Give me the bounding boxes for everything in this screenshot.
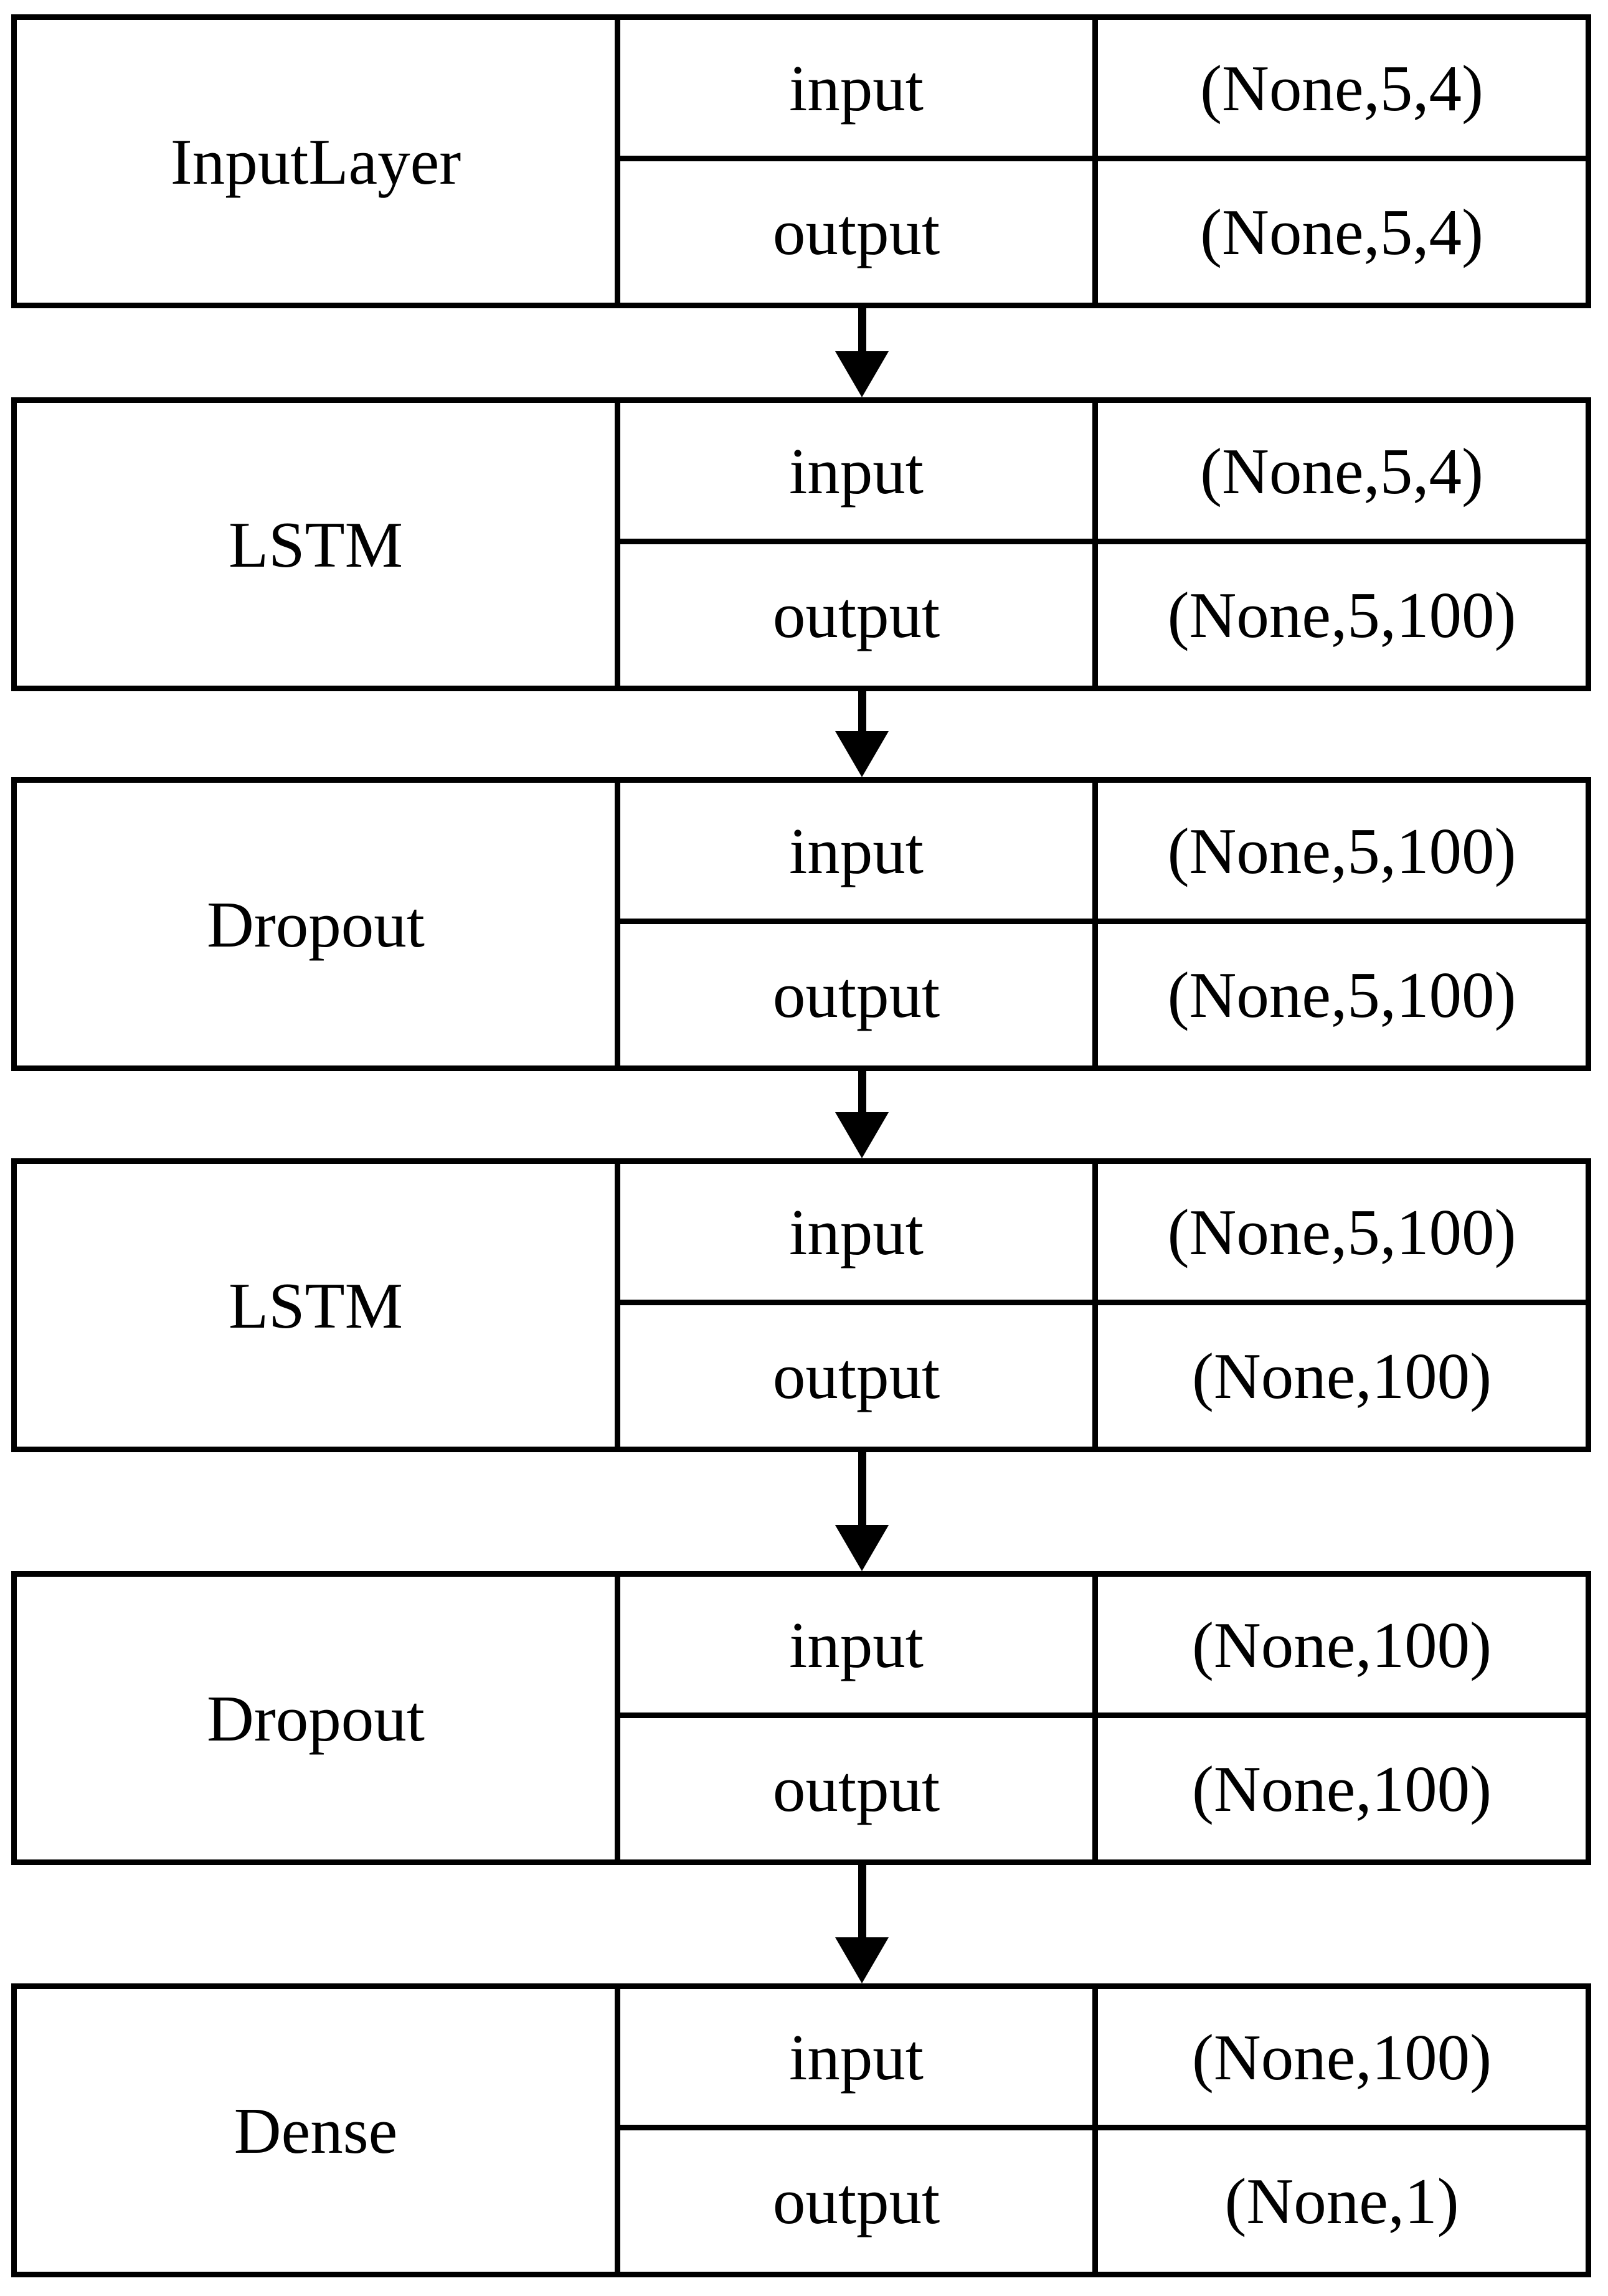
layer-block-lstm-2: LSTM input (None,5,100) output (None,100… bbox=[11, 1158, 1591, 1452]
io-label-input: input bbox=[620, 20, 1098, 161]
arrow-head bbox=[835, 1525, 889, 1571]
layer-block-dropout-1: Dropout input (None,5,100) output (None,… bbox=[11, 777, 1591, 1071]
io-label-output: output bbox=[620, 1718, 1098, 1859]
arrow-head bbox=[835, 1937, 889, 1983]
layer-name: Dropout bbox=[17, 783, 620, 1065]
arrow-stem bbox=[858, 691, 866, 731]
arrow-stem bbox=[858, 1865, 866, 1937]
layer-name: LSTM bbox=[17, 1164, 620, 1447]
output-shape: (None,100) bbox=[1191, 1752, 1492, 1825]
input-shape: (None,5,4) bbox=[1098, 20, 1586, 161]
io-label-input: input bbox=[620, 403, 1098, 544]
layer-name: Dropout bbox=[17, 1577, 620, 1859]
input-shape: (None,5,100) bbox=[1098, 1164, 1586, 1305]
down-arrow-icon bbox=[835, 691, 889, 777]
io-label-output: output bbox=[620, 2130, 1098, 2272]
io-label-input: input bbox=[620, 1989, 1098, 2130]
layer-block-dropout-2: Dropout input (None,100) output (None,10… bbox=[11, 1571, 1591, 1865]
down-arrow-icon bbox=[835, 1865, 889, 1983]
layer-block-inputlayer: InputLayer input (None,5,4) output (None… bbox=[11, 14, 1591, 308]
io-label-input: input bbox=[620, 1577, 1098, 1718]
down-arrow-icon bbox=[835, 308, 889, 397]
input-shape: (None,100) bbox=[1098, 1989, 1586, 2130]
output-shape: (None,5,100) bbox=[1167, 579, 1516, 651]
input-shape: (None,5,100) bbox=[1098, 783, 1586, 924]
arrow-stem bbox=[858, 1452, 866, 1525]
arrow-stem bbox=[858, 308, 866, 351]
input-shape: (None,100) bbox=[1098, 1577, 1586, 1718]
layer-name: Dense bbox=[17, 1989, 620, 2272]
input-shape: (None,5,4) bbox=[1098, 403, 1586, 544]
arrow-head bbox=[835, 1112, 889, 1158]
layer-block-lstm-1: LSTM input (None,5,4) output (None,5,100… bbox=[11, 397, 1591, 691]
arrow-head bbox=[835, 351, 889, 397]
io-label-input: input bbox=[620, 783, 1098, 924]
io-label-output: output bbox=[620, 924, 1098, 1065]
down-arrow-icon bbox=[835, 1452, 889, 1571]
output-shape: (None,5,100) bbox=[1167, 958, 1516, 1031]
layer-name: LSTM bbox=[17, 403, 620, 686]
io-label-output: output bbox=[620, 1305, 1098, 1447]
io-label-output: output bbox=[620, 161, 1098, 303]
layer-name: InputLayer bbox=[17, 20, 620, 303]
arrow-stem bbox=[858, 1071, 866, 1112]
io-label-output: output bbox=[620, 544, 1098, 686]
output-shape: (None,5,4) bbox=[1200, 196, 1483, 268]
output-shape: (None,1) bbox=[1224, 2165, 1459, 2237]
arrow-head bbox=[835, 731, 889, 777]
io-label-input: input bbox=[620, 1164, 1098, 1305]
layer-block-dense: Dense input (None,100) output (None,1) bbox=[11, 1983, 1591, 2277]
down-arrow-icon bbox=[835, 1071, 889, 1158]
output-shape: (None,100) bbox=[1191, 1339, 1492, 1412]
